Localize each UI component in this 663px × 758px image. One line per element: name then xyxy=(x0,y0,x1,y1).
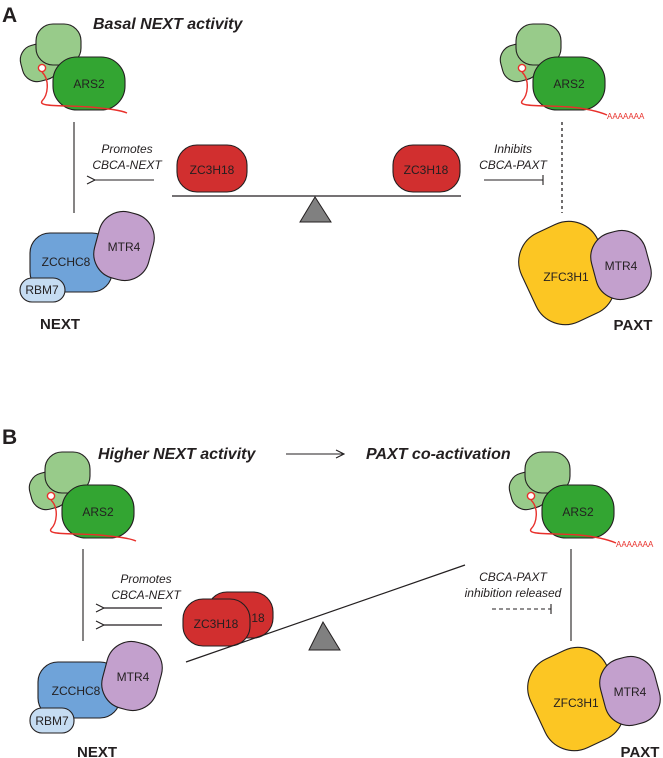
polya-tail: AAAAAAA xyxy=(616,540,654,549)
ars2-protein xyxy=(541,484,615,539)
next-label: NEXT xyxy=(40,316,80,333)
zcchc8-label: ZCCHC8 xyxy=(42,255,91,269)
mtr4-protein xyxy=(101,640,163,712)
cap-icon xyxy=(37,63,47,73)
inhibits-label-2: CBCA-PAXT xyxy=(479,158,548,172)
rna-strand xyxy=(40,71,128,114)
rna-strand xyxy=(49,499,137,542)
zfc3h1-label: ZFC3H1 xyxy=(543,270,589,284)
ars2-label: ARS2 xyxy=(82,505,114,519)
rbm7-label: RBM7 xyxy=(35,714,69,728)
zc3h18-front xyxy=(182,598,251,647)
rna-strand xyxy=(520,71,608,116)
zfc3h1-label: ZFC3H1 xyxy=(553,696,599,710)
paxt-label: PAXT xyxy=(614,317,653,334)
zc3h18-front-label: ZC3H18 xyxy=(194,617,239,631)
rbm7-protein xyxy=(29,707,75,734)
paxt-complex: ZFC3H1 MTR4 PAXT xyxy=(518,220,653,334)
inhibits-label-1: Inhibits xyxy=(494,142,532,156)
cbc-ars2-complex-left: ARS2 xyxy=(28,451,137,542)
ars2-label: ARS2 xyxy=(73,77,105,91)
ars2-protein xyxy=(52,56,126,111)
rbm7-label: RBM7 xyxy=(25,283,59,297)
zc3h18-back-label: 18 xyxy=(251,611,265,625)
mtr4-protein xyxy=(590,229,652,301)
released-label-2: inhibition released xyxy=(465,586,562,600)
mtr4-label: MTR4 xyxy=(605,259,638,273)
promotes-label-1: Promotes xyxy=(101,142,152,156)
zc3h18-left-label: ZC3H18 xyxy=(190,163,235,177)
promotes-label-1: Promotes xyxy=(120,572,171,586)
ars2-protein xyxy=(61,484,135,539)
mtr4-label: MTR4 xyxy=(614,685,647,699)
seesaw-beam-tilted xyxy=(185,564,466,663)
panel-letter: B xyxy=(2,426,17,449)
ars2-label: ARS2 xyxy=(553,77,585,91)
polya-tail: AAAAAAA xyxy=(607,112,645,121)
next-complex: MTR4 ZCCHC8 RBM7 NEXT xyxy=(29,640,163,758)
cbc-ars2-complex-left: ARS2 xyxy=(19,23,128,114)
cbc-ars2-complex-right: ARS2 AAAAAAA xyxy=(499,23,645,121)
panel-letter: A xyxy=(2,4,17,27)
mtr4-protein xyxy=(93,210,155,282)
cap-icon xyxy=(517,63,527,73)
promotes-label-2: CBCA-NEXT xyxy=(92,158,163,172)
zc3h18-right-label: ZC3H18 xyxy=(404,163,449,177)
panel-title-left: Higher NEXT activity xyxy=(98,446,256,463)
next-label: NEXT xyxy=(77,744,117,758)
panel-title-right: PAXT co-activation xyxy=(366,446,511,463)
fulcrum-icon xyxy=(299,196,332,223)
ars2-label: ARS2 xyxy=(562,505,594,519)
panel-b: B Higher NEXT activity PAXT co-activatio… xyxy=(2,426,661,758)
panel-title: Basal NEXT activity xyxy=(93,16,244,33)
rbm7-protein xyxy=(19,277,66,303)
panel-a: A Basal NEXT activity ARS2 Promotes CBCA… xyxy=(2,4,653,334)
mtr4-label: MTR4 xyxy=(117,670,150,684)
released-label-1: CBCA-PAXT xyxy=(479,570,548,584)
cap-icon xyxy=(46,491,56,501)
zcchc8-label: ZCCHC8 xyxy=(52,684,101,698)
zc3h18-left xyxy=(176,144,248,193)
fulcrum-icon xyxy=(308,620,341,651)
paxt-complex: ZFC3H1 MTR4 PAXT xyxy=(527,646,661,758)
ars2-protein xyxy=(532,56,606,111)
cap-icon xyxy=(526,491,536,501)
next-complex: MTR4 ZCCHC8 RBM7 NEXT xyxy=(19,210,155,333)
promotes-label-2: CBCA-NEXT xyxy=(111,588,182,602)
mtr4-label: MTR4 xyxy=(108,240,141,254)
zc3h18-right xyxy=(392,144,461,193)
paxt-label: PAXT xyxy=(621,744,660,758)
rna-strand xyxy=(529,499,617,544)
cbc-ars2-complex-right: ARS2 AAAAAAA xyxy=(508,451,654,549)
mtr4-protein xyxy=(599,655,661,727)
